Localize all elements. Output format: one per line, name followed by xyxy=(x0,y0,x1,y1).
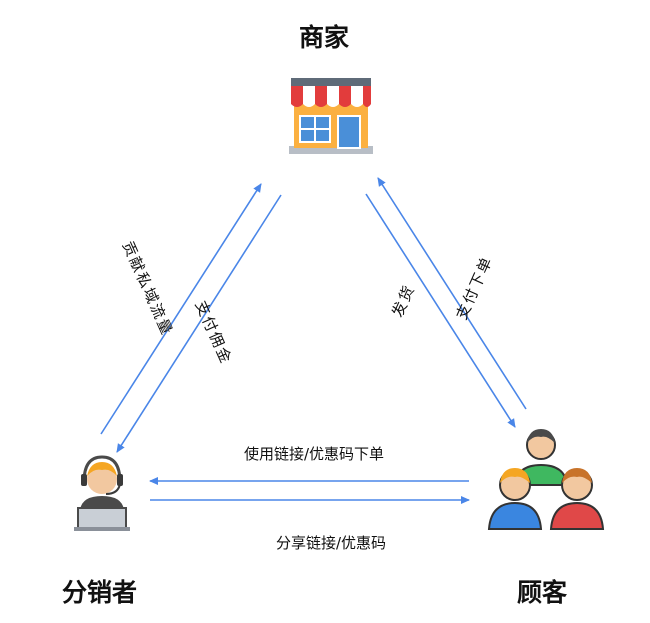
arrow-shipping xyxy=(365,193,516,428)
arrow-commission xyxy=(116,194,282,453)
arrow-order xyxy=(377,177,527,410)
operator-headset-icon xyxy=(74,455,130,531)
distributor-title: 分销者 xyxy=(62,578,138,607)
label-share-link: 分享链接/优惠码 xyxy=(276,534,387,552)
merchant-title: 商家 xyxy=(299,23,350,52)
storefront-icon xyxy=(289,78,373,154)
label-use-link: 使用链接/优惠码下单 xyxy=(244,445,385,463)
customer-group-icon xyxy=(487,429,605,530)
arrow-traffic xyxy=(100,183,262,435)
customer-title: 顾客 xyxy=(517,578,568,607)
